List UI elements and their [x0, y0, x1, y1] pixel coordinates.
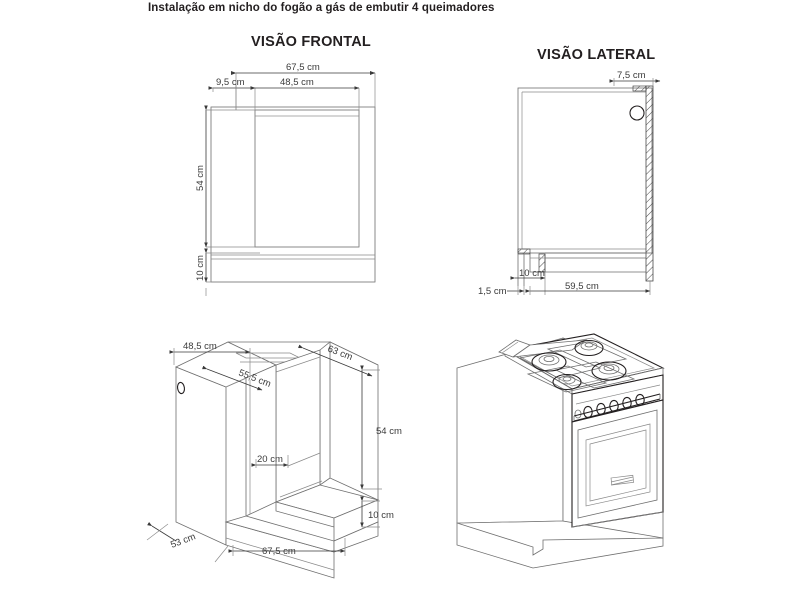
stove-door-bottom-edge [571, 511, 664, 528]
dim-label-frontal-opening-height: 54 cm [195, 165, 206, 191]
dim-niche-top-opening [202, 365, 263, 391]
stove-brand-mark [610, 474, 635, 486]
dim-lateral-interior-depth [525, 281, 651, 295]
stove-burner-2 [574, 339, 604, 357]
dim-label-lateral-top-gap: 7,5 cm [617, 70, 646, 81]
lateral-base-step [517, 248, 646, 286]
lateral-wall-hatch [645, 85, 654, 282]
dim-lateral-top-gap [609, 78, 661, 86]
dim-label-lateral-interior-depth: 59,5 cm [565, 281, 599, 292]
dim-niche-opening-height [360, 365, 382, 490]
stove-burner-3 [591, 361, 627, 381]
stove-oven-door [571, 399, 664, 528]
dim-frontal-base-height [204, 248, 260, 296]
dim-niche-shelf-offset [251, 455, 289, 468]
dim-label-lateral-step-depth: 10 cm [519, 268, 545, 279]
dim-label-niche-total-width: 67,5 cm [262, 546, 296, 557]
dim-frontal-opening-width [250, 86, 360, 110]
dim-lateral-wall-thickness [507, 286, 525, 295]
lateral-view-heading: VISÃO LATERAL [537, 47, 656, 63]
stove-oven-handle [573, 393, 661, 422]
dim-label-frontal-base-height: 10 cm [195, 255, 206, 281]
frontal-view-heading: VISÃO FRONTAL [251, 34, 371, 50]
dim-frontal-left-offset [208, 85, 256, 110]
niche-bottom-shelf [274, 452, 380, 528]
dim-label-frontal-left-offset: 9,5 cm [216, 77, 245, 88]
dim-label-niche-shelf-offset: 20 cm [257, 454, 283, 465]
dim-label-frontal-opening-width: 48,5 cm [280, 77, 314, 88]
stove-burner-4 [552, 373, 582, 391]
dim-label-lateral-wall-thickness: 1,5 cm [478, 286, 507, 297]
page-title: Instalação em nicho do fogão a gás de em… [148, 2, 495, 14]
lateral-top-hatch [632, 85, 647, 92]
dim-label-niche-opening-height: 54 cm [376, 426, 402, 437]
dim-niche-base-height [360, 496, 380, 528]
dim-niche-depth [146, 521, 177, 542]
gas-point-icon [176, 381, 186, 395]
dim-niche-total-width [214, 538, 346, 563]
lateral-niche-outline [517, 87, 653, 254]
dim-label-frontal-total-width: 67,5 cm [286, 62, 320, 73]
dim-frontal-opening-height [204, 105, 359, 248]
dim-label-niche-base-height: 10 cm [368, 510, 394, 521]
gas-outlet-icon [629, 105, 645, 121]
stove-burner-1 [531, 352, 567, 372]
dim-label-niche-front-width: 48,5 cm [183, 341, 217, 352]
